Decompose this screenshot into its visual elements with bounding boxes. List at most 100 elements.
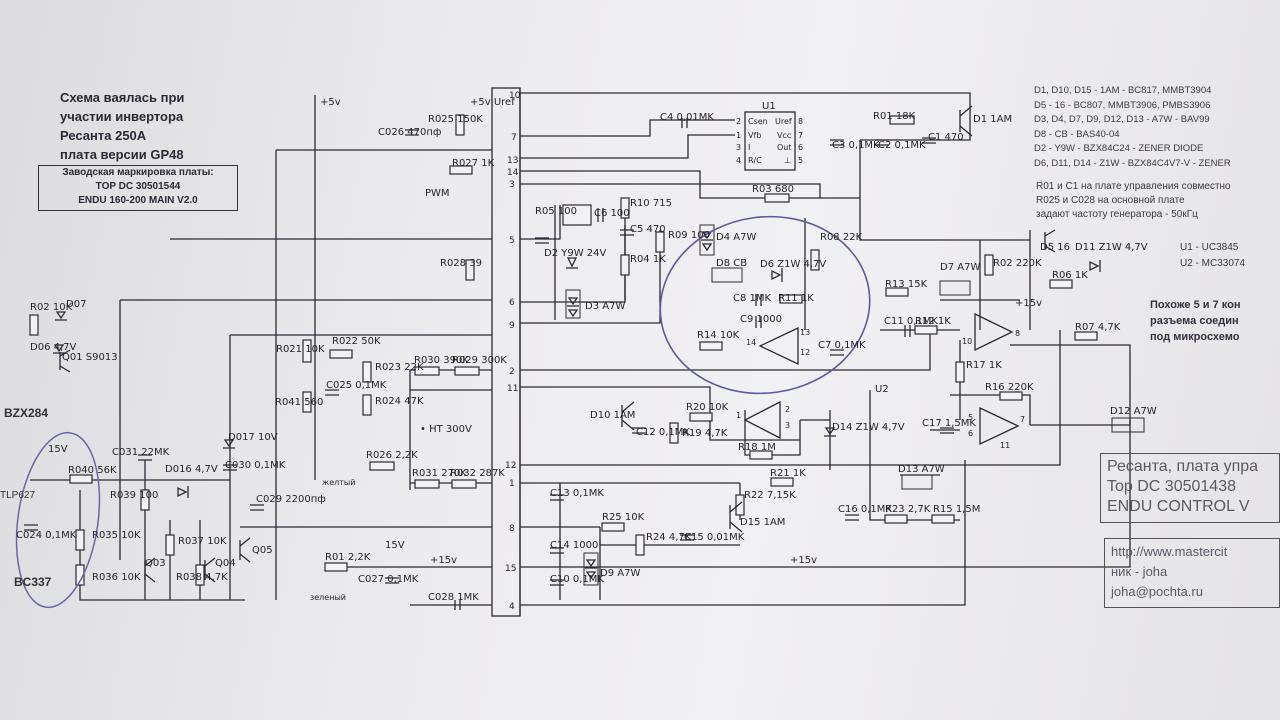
component-label: Q04	[215, 558, 236, 569]
component-label: R05 100	[535, 206, 577, 217]
resistor	[362, 394, 372, 416]
resistor	[735, 494, 745, 516]
resistor	[369, 461, 395, 471]
resistor	[465, 259, 475, 281]
component-label: C026 470пф	[378, 127, 441, 138]
net-label: • HT 300V	[420, 424, 472, 435]
component-label: D016 4,7V	[165, 464, 218, 475]
component-label: D06 4,7V	[30, 342, 77, 353]
contact-url: http://www.mastercit	[1111, 544, 1228, 559]
highlight-circle-left	[15, 431, 101, 609]
opamp-pin: 13	[800, 328, 810, 337]
u1-pin-number: 3	[736, 143, 741, 152]
resistor	[770, 477, 794, 487]
component-label: C16 0,1MK	[838, 504, 892, 515]
wires	[30, 92, 1131, 606]
resistor	[329, 349, 353, 359]
resistor	[669, 422, 679, 444]
resistor	[362, 361, 372, 383]
resistor	[931, 514, 955, 524]
component-label: R12 1K	[915, 316, 951, 327]
component-label: C7 0,1MK	[818, 340, 866, 351]
component-label: C15 0,01MK	[684, 532, 745, 543]
resistor	[810, 249, 820, 271]
component-label: R039 100	[110, 490, 158, 501]
component-label: R18 1M	[738, 442, 776, 453]
opamp-pin: 6	[968, 429, 973, 438]
u1-pin-number: 4	[736, 156, 741, 165]
component-label: D3 A7W	[585, 301, 625, 312]
note-line: D3, D4, D7, D9, D12, D13 - A7W - BAV99	[1034, 114, 1210, 125]
u1-pin-label: I	[748, 143, 750, 152]
component-label: D13 A7W	[898, 464, 945, 475]
component-label: R024 47K	[375, 396, 424, 407]
contact-nick: ник - joha	[1111, 564, 1168, 579]
component-label: R10 715	[630, 198, 672, 209]
net-label: 15V	[48, 444, 68, 455]
component-label: D12 A7W	[1110, 406, 1157, 417]
resistor	[165, 534, 175, 556]
opamp-a	[758, 326, 799, 366]
marking-line: Заводская маркировка платы:	[62, 167, 214, 178]
resistor	[884, 514, 908, 524]
diodes	[53, 224, 1145, 586]
net-labels: +5v +5v Uref PWM • HT 300V желтый зелены…	[48, 97, 1042, 602]
connector-note: Похоже 5 и 7 кон разъема соедин под микр…	[1150, 297, 1280, 345]
net-label: +5v Uref	[470, 97, 515, 108]
pin-label: 14	[507, 168, 519, 178]
resistors	[29, 114, 1098, 586]
pin-label: 12	[505, 461, 516, 471]
component-label: C030 0,1MK	[225, 460, 286, 471]
component-label: R01 18K	[873, 111, 916, 122]
component-label: C2 0,1MK	[878, 140, 926, 151]
resistor	[1074, 331, 1098, 341]
component-label: Q05	[252, 545, 273, 556]
component-label: R24 4,7K	[646, 532, 692, 543]
u1-pin-number: 2	[736, 117, 741, 126]
component-label: R15 1,5M	[933, 504, 980, 515]
resistor	[29, 314, 39, 336]
component-label: D14 Z1W 4,7V	[832, 422, 905, 433]
resistor	[414, 366, 440, 376]
contact-email: joha@pochta.ru	[1111, 584, 1203, 599]
opamp-b	[743, 400, 781, 440]
title-note-line: плата версии GP48	[60, 147, 184, 162]
marking-line: TOP DC 30501544	[95, 181, 181, 192]
net-label: +15v	[1015, 298, 1042, 309]
component-label: R25 10K	[602, 512, 645, 523]
u1-pin-number: 7	[798, 131, 803, 140]
u2-label: U2	[875, 384, 889, 395]
component-label: R11 1K	[778, 293, 814, 304]
pin-label: 5	[509, 236, 515, 246]
resistor	[914, 325, 938, 335]
opamp-pin: 5	[968, 413, 973, 422]
diode-notes: D1, D10, D15 - 1AM - BC817, MMBT3904 D5 …	[1034, 84, 1280, 171]
component-label: R23 2,7K	[885, 504, 931, 515]
component-label: D11 Z1W 4,7V	[1075, 242, 1148, 253]
u1-pin-label: Out	[777, 143, 792, 152]
pin-label: 2	[509, 367, 515, 377]
component-label: D2 Y9W 24V	[544, 248, 607, 259]
u1-chip: Csen Vfb I R/C Uref Vcc Out ⊥ 2 1 3 4 8 …	[736, 101, 803, 171]
note-line: разъема соедин	[1150, 315, 1239, 327]
connector-pin-labels: 10 7 13 14 3 5 6 9 2 11 12 1 8 15 4	[505, 91, 521, 612]
component-label: D7 A7W	[940, 262, 980, 273]
pin-label: 1	[509, 479, 515, 489]
component-label: R02 220K	[993, 258, 1042, 269]
resistor	[955, 361, 965, 383]
edge-label: TLP627	[0, 490, 36, 501]
net-label: 15V	[385, 540, 405, 551]
resistor	[69, 474, 93, 484]
resistor	[302, 391, 312, 413]
resistor	[749, 450, 773, 460]
connector	[491, 87, 521, 617]
component-label: D4 A7W	[716, 232, 756, 243]
control-board-box: Ресанта, плата упра Top DC 30501438 ENDU…	[1100, 453, 1280, 523]
note-line: D6, D11, D14 - Z1W - BZX84C4V7-V - ZENER	[1034, 157, 1231, 169]
component-label: R028 39	[440, 258, 482, 269]
net-label: +5v	[320, 97, 341, 108]
component-label: R17 1K	[966, 360, 1002, 371]
component-label: C024 0,1MK	[16, 530, 77, 541]
component-label: R023 22K	[375, 362, 424, 373]
